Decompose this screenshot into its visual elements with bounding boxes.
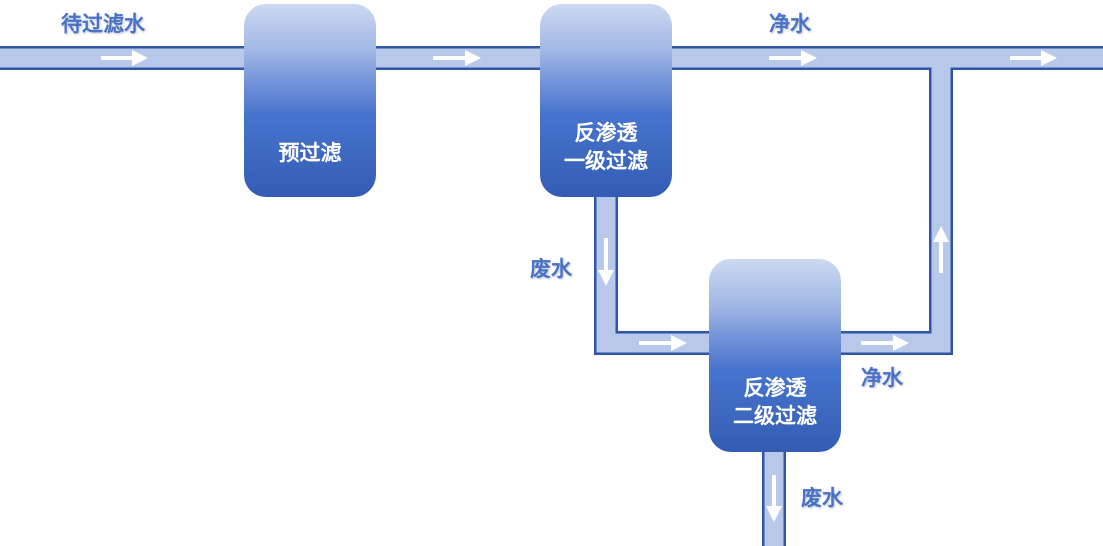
ro-stage1-label: 反渗透 一级过滤: [564, 121, 648, 173]
prefilter-label: 预过滤: [278, 141, 342, 165]
waste-water-1-label: 废水: [530, 257, 572, 281]
clean-water-2-label: 净水: [861, 366, 903, 390]
ro-stage2-label: 反渗透 二级过滤: [733, 376, 817, 428]
waste-water-2-label: 废水: [801, 486, 843, 510]
ro-stage1-vessel: 反渗透 一级过滤: [540, 4, 672, 197]
ro-stage2-vessel: 反渗透 二级过滤: [709, 259, 841, 452]
inlet-label: 待过滤水: [61, 12, 145, 36]
clean-water-top-label: 净水: [769, 12, 811, 36]
prefilter-vessel: 预过滤: [244, 4, 376, 197]
